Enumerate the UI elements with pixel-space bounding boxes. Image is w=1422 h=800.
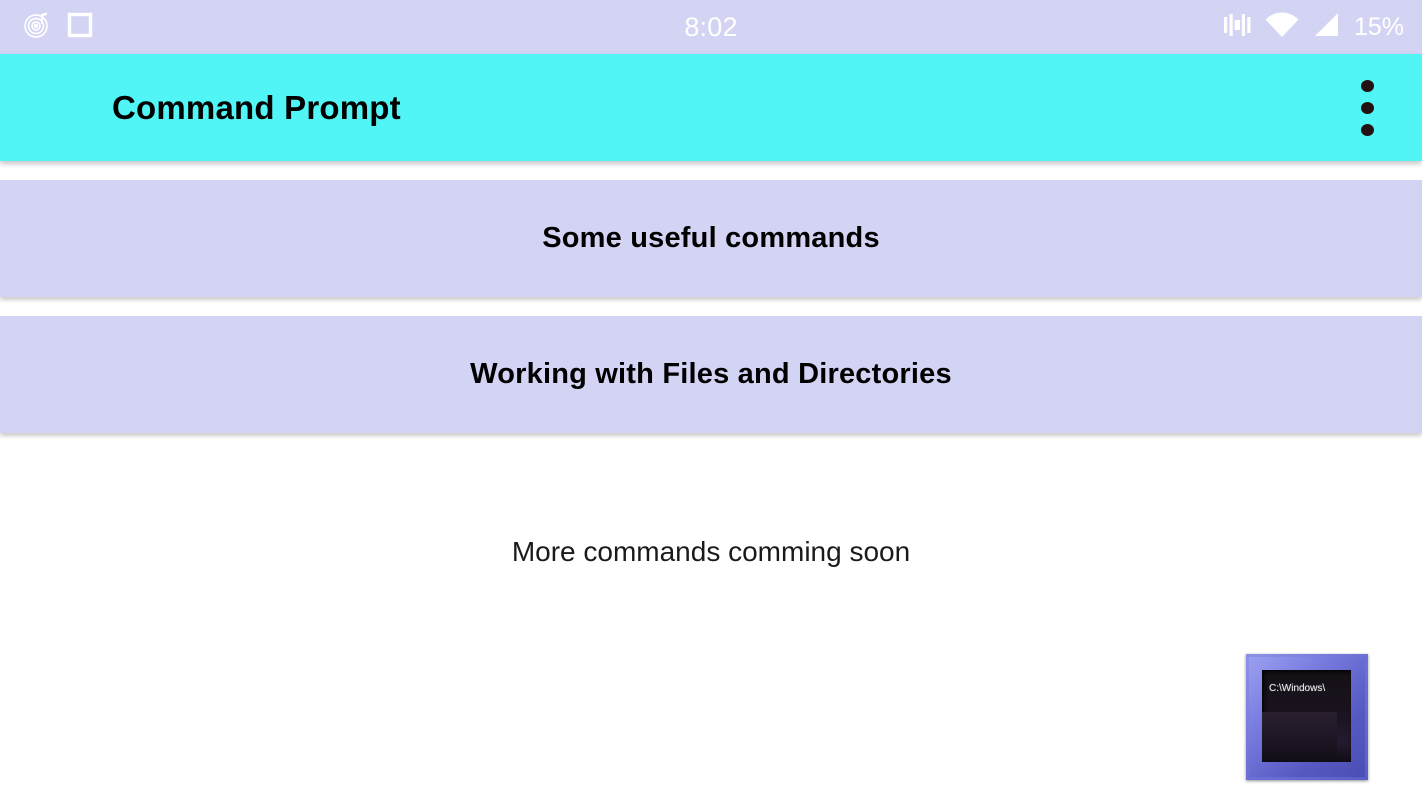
page-title: Command Prompt [112,89,401,126]
overflow-dot-icon [1361,101,1374,114]
overflow-dot-icon [1361,79,1374,92]
command-card-list: Some useful commands Working with Files … [0,161,1422,433]
coming-soon-note: More commands comming soon [511,536,911,567]
status-bar: 8:02 15% [0,0,1422,54]
command-prompt-icon-screen-lower [1262,712,1337,762]
list-item[interactable]: Working with Files and Directories [0,316,1422,433]
card-label: Some useful commands [542,222,880,254]
wifi-icon [1264,11,1300,44]
app-bar: Command Prompt [0,54,1422,161]
status-bar-clock: 8:02 [684,12,738,42]
command-prompt-icon: C:\Windows\ [1246,654,1368,780]
card-label: Working with Files and Directories [470,358,952,390]
status-bar-left-icons [0,10,94,45]
command-prompt-icon-frame: C:\Windows\ [1249,657,1365,777]
command-prompt-icon-screen: C:\Windows\ [1262,670,1351,762]
battery-percent-label: 15% [1353,12,1404,41]
list-item[interactable]: Some useful commands [0,180,1422,297]
vibrate-mode-icon [1222,11,1252,44]
command-prompt-icon-path-text: C:\Windows\ [1269,683,1326,694]
ringtone-notification-icon [22,10,52,45]
status-bar-right-icons: 15% [1222,0,1404,54]
cellular-signal-icon [1312,11,1342,44]
overflow-dot-icon [1361,123,1374,136]
square-app-notification-icon [66,11,94,44]
overflow-menu-button[interactable] [1357,76,1378,140]
